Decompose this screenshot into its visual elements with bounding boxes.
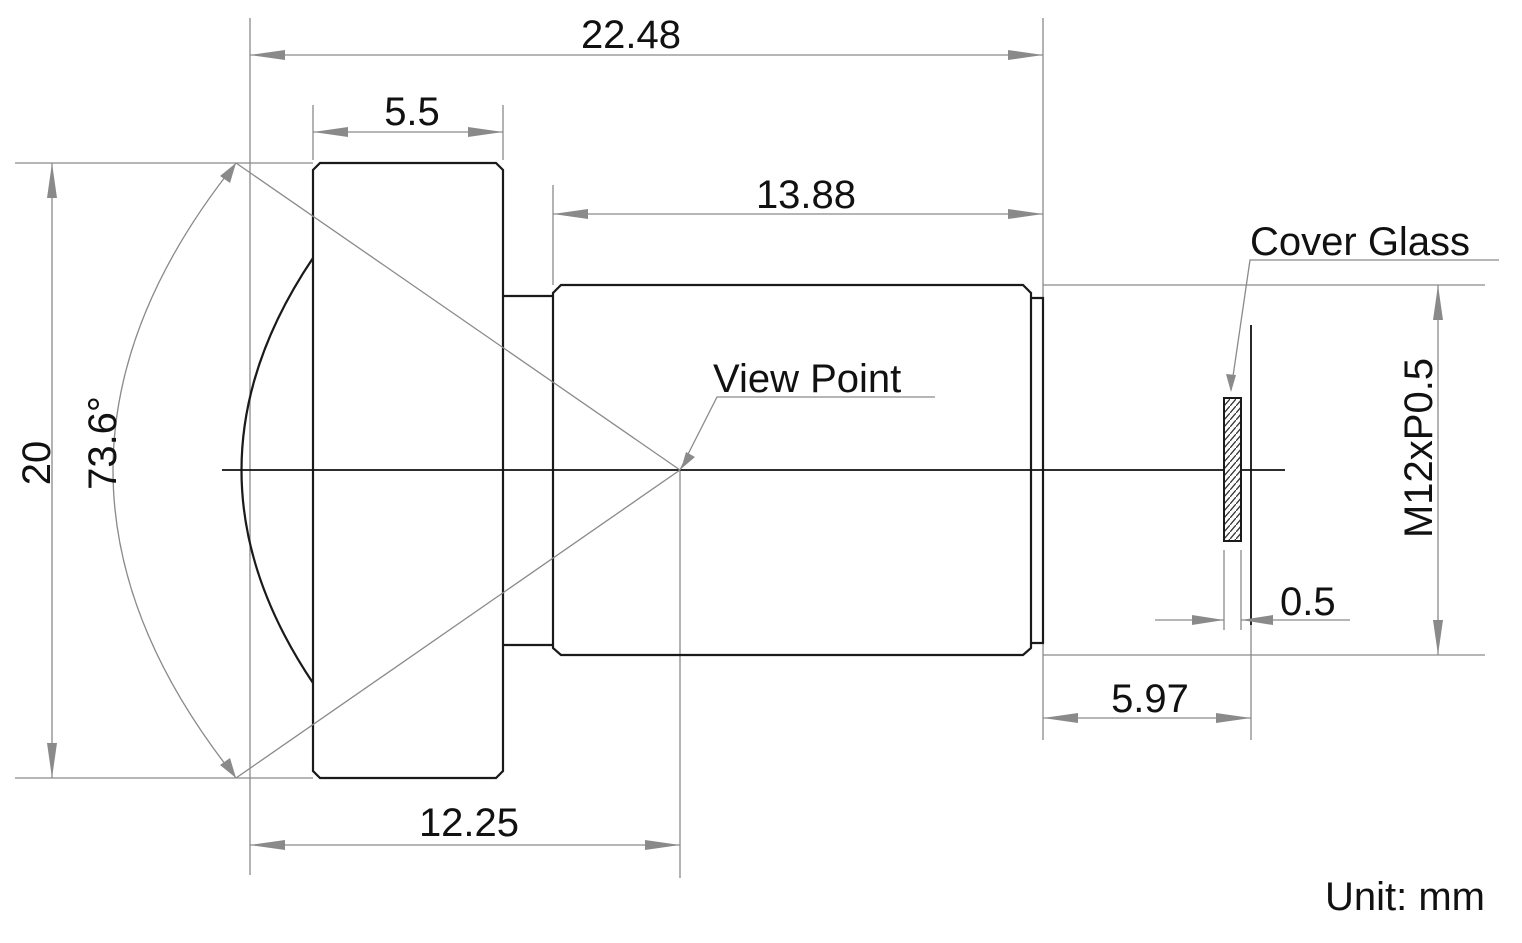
threaded-barrel	[551, 283, 1033, 657]
field-of-view	[112, 162, 681, 779]
barrel-length-label: 13.88	[756, 173, 856, 217]
view-point-leader	[679, 396, 935, 471]
dimension-lines	[47, 50, 1443, 850]
view-point-label: View Point	[713, 357, 901, 401]
flange-body	[311, 161, 505, 780]
labels: 22.48 5.5 13.88 Cover Glass View Point 0…	[15, 13, 1485, 919]
back-focal-label: 5.97	[1111, 677, 1189, 721]
cover-glass	[1223, 259, 1499, 625]
glass-thickness-label: 0.5	[1280, 580, 1336, 624]
lens-outline	[222, 161, 1285, 780]
fov-arc	[112, 162, 237, 779]
overall-length-label: 22.48	[581, 13, 681, 57]
unit-label: Unit: mm	[1325, 875, 1485, 919]
fov-ray-bottom	[235, 469, 681, 779]
extension-lines	[15, 18, 1485, 878]
fov-ray-top	[235, 162, 681, 471]
cover-glass-leader	[1230, 259, 1499, 391]
fov-angle-label: 73.6°	[81, 396, 125, 490]
flange-width-label: 5.5	[384, 90, 440, 134]
thread-label: M12xP0.5	[1397, 358, 1441, 538]
height-label: 20	[15, 441, 59, 486]
cover-glass-plate	[1223, 397, 1242, 542]
cover-glass-label: Cover Glass	[1250, 220, 1470, 264]
neck	[503, 294, 553, 647]
view-point-distance-label: 12.25	[419, 801, 519, 845]
